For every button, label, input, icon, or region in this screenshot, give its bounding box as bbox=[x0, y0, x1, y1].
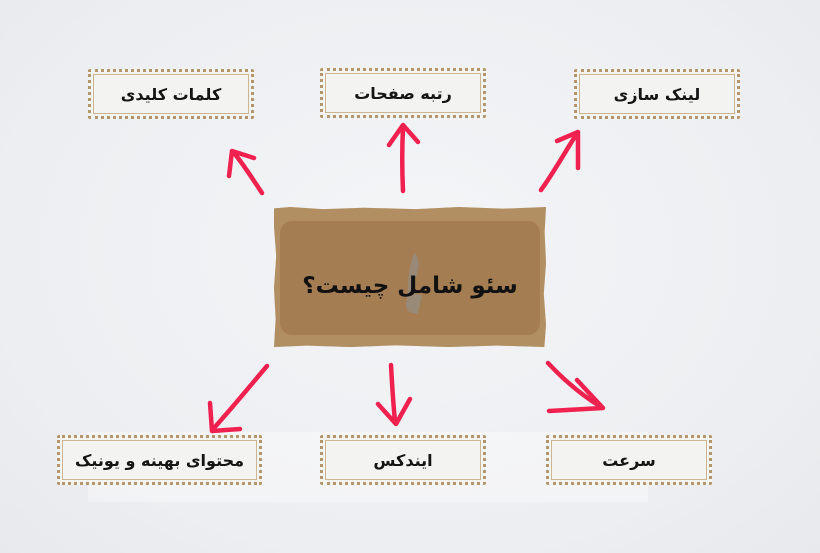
node-unique-content: محتوای بهینه و یونیک bbox=[57, 435, 262, 485]
node-index-label: ایندکس bbox=[373, 450, 433, 470]
node-link-building: لینک سازی bbox=[574, 69, 740, 119]
logo-watermark-icon bbox=[406, 253, 422, 314]
node-unique-content-label: محتوای بهینه و یونیک bbox=[74, 450, 245, 470]
node-keywords-label: کلمات کلیدی bbox=[120, 84, 222, 104]
node-page-rank: رتبه صفحات bbox=[320, 68, 486, 118]
node-index: ایندکس bbox=[320, 435, 486, 485]
node-keywords: کلمات کلیدی bbox=[88, 69, 254, 119]
center-card-inner: سئو شامل چیست؟ bbox=[280, 221, 540, 335]
node-speed: سرعت bbox=[546, 435, 712, 485]
node-speed-label: سرعت bbox=[602, 450, 656, 470]
center-card: سئو شامل چیست؟ bbox=[274, 207, 546, 347]
node-link-building-label: لینک سازی bbox=[613, 84, 701, 104]
node-page-rank-label: رتبه صفحات bbox=[354, 83, 452, 103]
center-title: سئو شامل چیست؟ bbox=[302, 273, 518, 299]
